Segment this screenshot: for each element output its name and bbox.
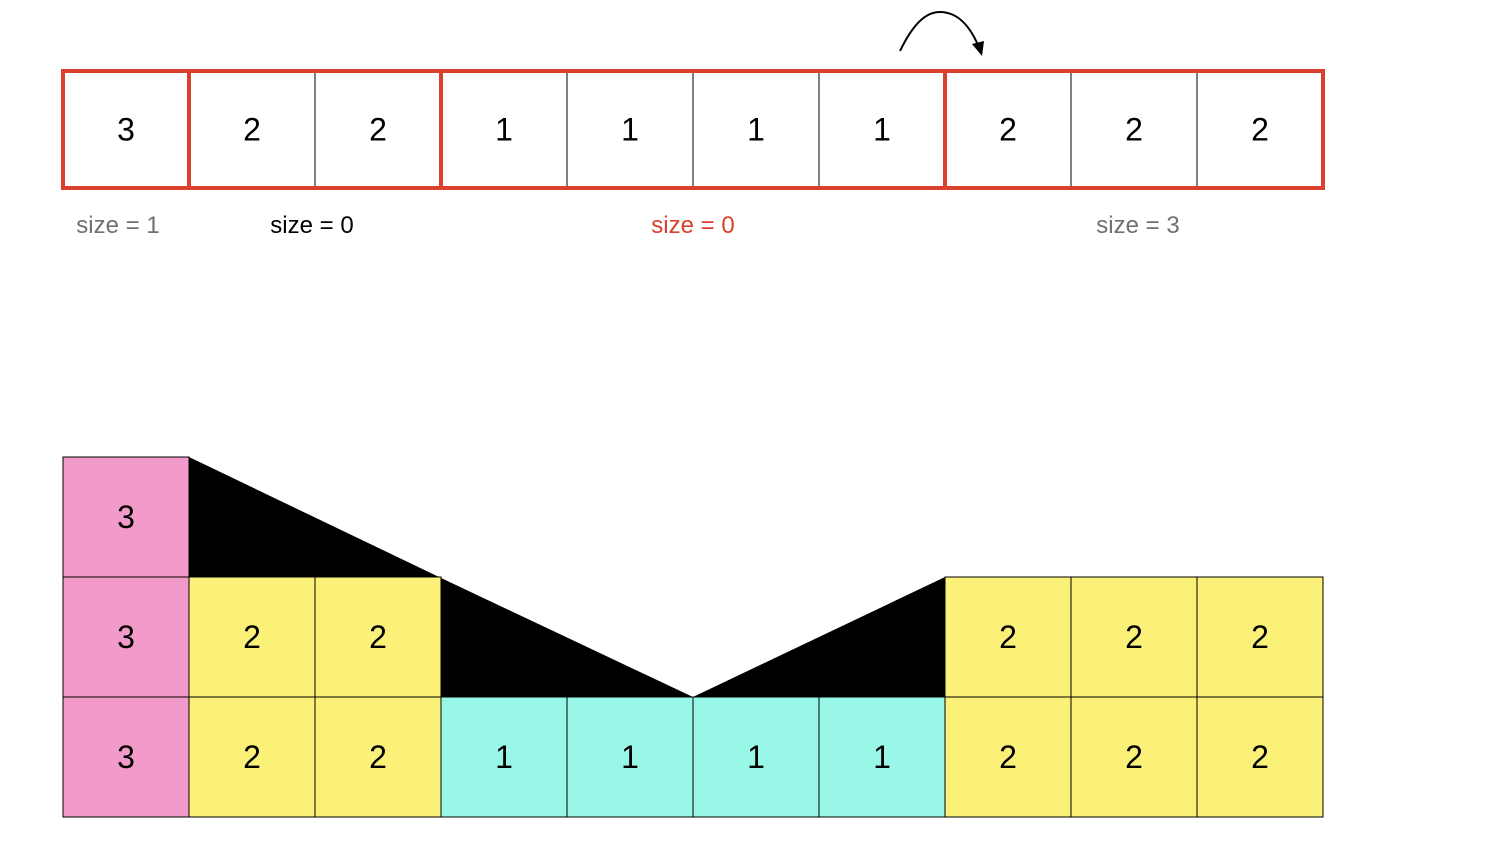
- size-label-3: size = 0: [651, 212, 734, 239]
- grid-cell-value-r3-c9: 2: [1125, 739, 1143, 775]
- top-row: 3 2 2 1 1 1 1 2 2 2: [62, 70, 1324, 189]
- top-cell-value-9: 2: [1125, 112, 1143, 148]
- top-cell-value-4: 1: [495, 112, 513, 148]
- top-cell-value-5: 1: [621, 112, 639, 148]
- size-label-4: size = 3: [1096, 212, 1179, 239]
- curved-arrow-icon: [899, 10, 984, 56]
- grid-cell-value-r2-c1: 3: [117, 619, 135, 655]
- top-cell-value-10: 2: [1251, 112, 1269, 148]
- grid-cell-value-r3-c4: 1: [495, 739, 513, 775]
- top-cell-value-2: 2: [243, 112, 261, 148]
- bottom-grid: 3 3 2 2 2 2 2 3 2 2 1 1 1 1 2 2 2: [62, 456, 1324, 818]
- grid-cell-value-r2-c10: 2: [1251, 619, 1269, 655]
- grid-cell-r1-c1: [62, 456, 190, 578]
- top-cell-6: [692, 70, 820, 189]
- grid-cell-r3-c1: [62, 696, 190, 818]
- top-group-border-4: [943, 69, 1325, 190]
- grid-cell-r3-c9: [1070, 696, 1198, 818]
- grid-cell-r2-c3: [314, 576, 442, 698]
- grid-cell-r3-c6: [692, 696, 820, 818]
- grid-cell-value-r3-c2: 2: [243, 739, 261, 775]
- grid-cell-r3-c4: [440, 696, 568, 818]
- wedges: [189, 457, 945, 697]
- grid-cell-value-r2-c9: 2: [1125, 619, 1143, 655]
- grid-cell-value-r3-c1: 3: [117, 739, 135, 775]
- wedge-right: [693, 577, 945, 697]
- top-cell-8: [944, 70, 1072, 189]
- grid-cell-value-r3-c7: 1: [873, 739, 891, 775]
- top-cell-10: [1196, 70, 1324, 189]
- top-cell-value-7: 1: [873, 112, 891, 148]
- top-cell-value-8: 2: [999, 112, 1017, 148]
- grid-cell-value-r3-c10: 2: [1251, 739, 1269, 775]
- top-cell-value-3: 2: [369, 112, 387, 148]
- grid-cell-r2-c9: [1070, 576, 1198, 698]
- grid-cell-value-r2-c2: 2: [243, 619, 261, 655]
- grid-cell-r2-c8: [944, 576, 1072, 698]
- grid-cell-r3-c8: [944, 696, 1072, 818]
- size-label-2: size = 0: [270, 212, 353, 239]
- grid-cell-r3-c7: [818, 696, 946, 818]
- grid-cell-r3-c5: [566, 696, 694, 818]
- top-cell-value-6: 1: [747, 112, 765, 148]
- grid-cell-value-r3-c3: 2: [369, 739, 387, 775]
- wedge-left-upper: [189, 457, 439, 577]
- top-cell-4: [440, 70, 568, 189]
- size-label-1: size = 1: [76, 212, 159, 239]
- grid-cell-value-r2-c3: 2: [369, 619, 387, 655]
- top-row-group-borders: [61, 69, 1325, 190]
- top-cell-2: [188, 70, 316, 189]
- grid-cell-value-r2-c8: 2: [999, 619, 1017, 655]
- grid-cell-value-r3-c5: 1: [621, 739, 639, 775]
- grid-cell-r3-c10: [1196, 696, 1324, 818]
- top-cell-1: [62, 70, 190, 189]
- top-cell-value-1: 3: [117, 112, 135, 148]
- grid-cell-r2-c1: [62, 576, 190, 698]
- wedge-left-lower: [439, 577, 693, 697]
- grid-cell-value-r1-c1: 3: [117, 499, 135, 535]
- grid-cell-r3-c2: [188, 696, 316, 818]
- grid-cell-r3-c3: [314, 696, 442, 818]
- grid-cell-r2-c10: [1196, 576, 1324, 698]
- grid-cell-value-r3-c8: 2: [999, 739, 1017, 775]
- grid-cell-value-r3-c6: 1: [747, 739, 765, 775]
- top-cell-5: [566, 70, 694, 189]
